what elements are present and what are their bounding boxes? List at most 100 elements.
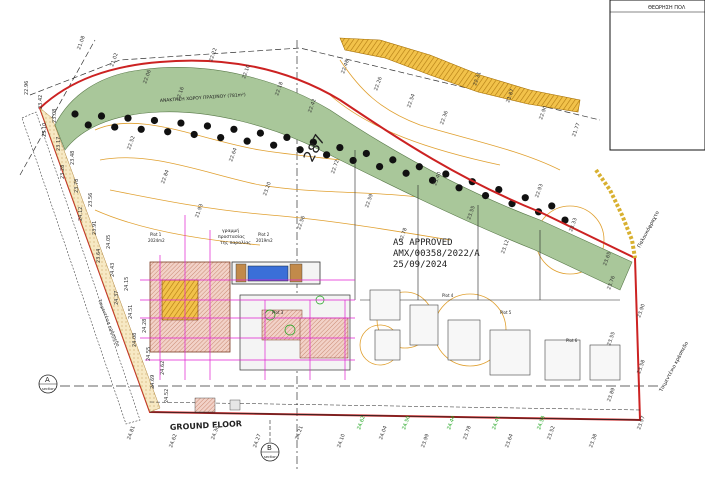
level-mid: 23.12	[500, 239, 511, 255]
approval-line1: AS APPROVED	[393, 238, 453, 248]
level-right: 23.76	[606, 275, 617, 291]
tree-symbol	[336, 143, 344, 152]
tree-symbol	[137, 125, 145, 133]
tree-symbol	[164, 128, 172, 136]
level-left: 23.91	[92, 221, 98, 235]
level-mid: 22.93	[534, 183, 545, 199]
level-left: 24.43	[110, 263, 116, 277]
level-left: 23.48	[70, 151, 76, 165]
tree-symbol	[309, 138, 317, 146]
level-left: 24.15	[124, 277, 130, 291]
road-right-label: Τσιμεντένιο κράσπεδο	[657, 340, 690, 393]
title-block: ΘΕΩΡΗΣΗ ΠΟΛ	[609, 0, 705, 151]
tree-symbol	[177, 119, 185, 127]
level-left: 24.05	[106, 235, 112, 249]
level-mid: 23.20	[262, 181, 273, 197]
plot-labels: Plot 1 2024m2 Plot 2 2019m2 Plot 3 Plot …	[148, 232, 578, 343]
level-green: 24.44	[446, 415, 457, 431]
level-bottom: 24.21	[294, 425, 305, 441]
green-strip-label: ΑΝΑΚΤΗΣΗ ΧΩΡΟΥ ΠΡΑΣΙΝΟΥ (781m²)	[160, 92, 246, 104]
level-left: 23.28	[60, 165, 66, 179]
level-right: 23.90	[636, 303, 647, 319]
level-bottom: 23.99	[420, 433, 431, 449]
level-right: 23.58	[636, 359, 647, 375]
plot1-area: 2024m2	[148, 238, 165, 243]
tree-symbol	[124, 114, 132, 122]
tree-symbol	[389, 156, 397, 164]
level-bottom: 23.78	[462, 425, 473, 441]
tree-symbol	[561, 216, 569, 224]
tree-symbol	[428, 176, 437, 184]
level-mid: 21.93	[194, 203, 205, 219]
level-left: 24.52	[164, 389, 170, 403]
section-a-letter: A	[45, 376, 50, 384]
level-green: 24.41	[491, 415, 502, 431]
green-space-strip	[54, 67, 633, 291]
level-left: 24.62	[160, 361, 166, 375]
level-top: 22.31	[472, 71, 483, 87]
level-mid: 22.84	[160, 169, 171, 185]
level-top: 22.90	[538, 105, 549, 121]
magenta-gridlines	[140, 215, 355, 380]
level-bottom: 24.81	[126, 425, 137, 441]
level-left: 23.10	[42, 123, 48, 137]
level-top: 22.22	[208, 47, 219, 63]
level-top: 21.02	[109, 52, 120, 68]
level-mid: 22.64	[228, 147, 239, 163]
level-top: 22.06	[142, 69, 153, 85]
tree-symbol	[217, 133, 225, 142]
tree-symbol	[71, 110, 79, 118]
approval-stamp: AS APPROVED AMX/00358/2022/A 25/09/2024	[393, 238, 480, 270]
level-left: 23.64	[96, 249, 102, 263]
level-left: 24.37	[114, 291, 120, 305]
tree-symbol	[375, 163, 384, 171]
wooden-fence	[594, 168, 637, 259]
level-top: 22.10	[241, 64, 252, 80]
plot2-area: 2019m2	[256, 238, 273, 243]
level-top: 22.36	[439, 110, 450, 126]
tree-symbol	[111, 123, 119, 131]
plot5-name: Plot 5	[500, 310, 512, 315]
level-left: 23.17	[56, 137, 62, 151]
level-bottom: 24.27	[252, 433, 263, 449]
level-top: 22.18	[274, 81, 285, 97]
level-left: 24.08	[132, 333, 138, 347]
bottom-edge	[149, 397, 641, 421]
level-left: 23.56	[88, 193, 94, 207]
tree-symbol	[455, 184, 463, 192]
level-top: 21.77	[571, 122, 582, 138]
level-mid: 22.59	[364, 193, 375, 209]
tree-symbol	[323, 151, 331, 159]
level-green: 24.58	[536, 415, 547, 431]
tree-symbol	[256, 129, 265, 137]
tree-symbol	[349, 156, 357, 165]
level-bottom: 24.10	[336, 433, 347, 449]
level-mid: 23.65	[602, 251, 613, 267]
wooden-fence-label: Παλουκόφραχτο	[636, 210, 661, 249]
level-mid: 22.78	[398, 227, 409, 243]
slope-hatch-band	[339, 37, 581, 113]
level-left: 24.55	[146, 347, 152, 361]
plot2-name: Plot 2	[258, 232, 270, 237]
level-mid: 22.72	[330, 159, 341, 175]
level-left: 23.78	[74, 179, 80, 193]
level-labels: 22.9623.4223.0823.1023.1723.4823.2823.78…	[24, 35, 647, 449]
level-top: 22.54	[406, 93, 417, 109]
title-block-header: ΘΕΩΡΗΣΗ ΠΟΛ	[648, 5, 686, 11]
level-green: 24.50	[401, 415, 412, 431]
level-top: 21.87	[505, 88, 516, 104]
level-right: 23.89	[606, 387, 617, 403]
level-top: 21.08	[76, 35, 87, 51]
protection-line-3: της παραλίας	[220, 239, 251, 246]
plot3-name: Plot 3	[272, 310, 284, 315]
plot4-name: Plot 4	[442, 293, 454, 298]
plot1-name: Plot 1	[150, 232, 162, 237]
level-bottom: 24.04	[378, 425, 389, 441]
tree-symbol	[481, 191, 490, 200]
tree-symbol	[548, 202, 556, 210]
tree-symbol	[190, 130, 198, 139]
left-building-block	[149, 261, 351, 371]
level-left: 23.42	[38, 95, 44, 109]
level-left: 22.96	[24, 81, 30, 95]
